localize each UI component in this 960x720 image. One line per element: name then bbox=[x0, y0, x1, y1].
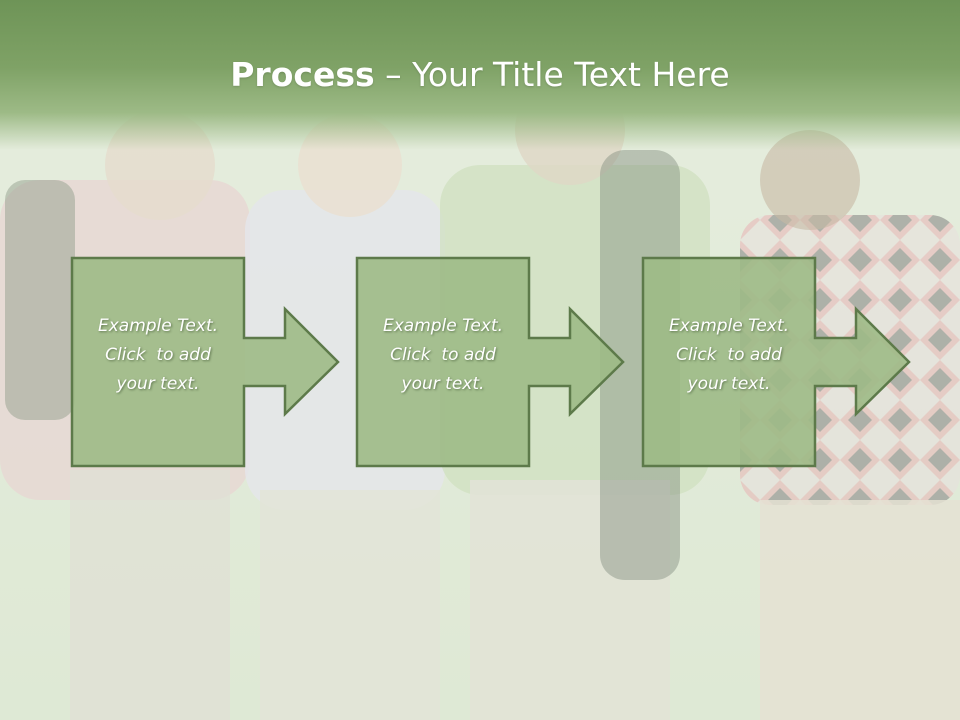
step-3-line-1: Example Text. bbox=[668, 316, 790, 336]
title-banner bbox=[0, 0, 960, 150]
step-1-line-2: Click to add bbox=[105, 345, 211, 365]
process-step-3-shape[interactable] bbox=[641, 256, 911, 468]
process-step-3-text[interactable]: Example Text. Click to add your text. bbox=[643, 312, 815, 412]
title-bold: Process bbox=[230, 55, 375, 94]
process-step-1-text[interactable]: Example Text. Click to add your text. bbox=[72, 312, 244, 412]
step-3-line-2: Click to add bbox=[676, 345, 782, 365]
process-step-2-shape[interactable] bbox=[355, 256, 625, 468]
step-2-line-3: your text. bbox=[401, 374, 485, 394]
title-rest: – Your Title Text Here bbox=[374, 55, 730, 94]
step-1-line-1: Example Text. bbox=[97, 316, 219, 336]
slide-title[interactable]: Process – Your Title Text Here bbox=[0, 50, 960, 100]
step-2-line-2: Click to add bbox=[390, 345, 496, 365]
step-2-line-1: Example Text. bbox=[382, 316, 504, 336]
step-3-line-3: your text. bbox=[687, 374, 771, 394]
step-1-line-3: your text. bbox=[116, 374, 200, 394]
process-step-2-text[interactable]: Example Text. Click to add your text. bbox=[357, 312, 529, 412]
process-step-1-shape[interactable] bbox=[70, 256, 340, 468]
